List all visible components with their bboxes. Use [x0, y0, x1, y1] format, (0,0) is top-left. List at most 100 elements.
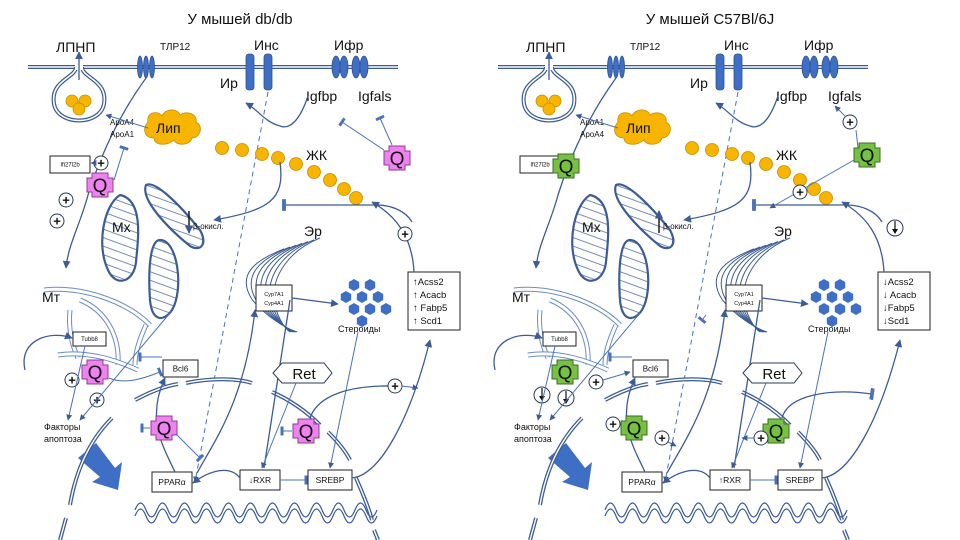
ppar-to-cyp-line	[196, 309, 259, 474]
lipase-shape	[144, 109, 201, 145]
plus-sign: +	[68, 373, 76, 388]
ldl-label: ЛПНП	[56, 39, 95, 55]
mitochondrion-2-outline	[614, 183, 675, 250]
igfbp-to-ir-arrow	[245, 95, 309, 128]
bcl6-box: Bcl6	[162, 359, 199, 378]
retinoid-shape	[742, 362, 803, 384]
steroid-molecule	[340, 291, 352, 303]
decrease-icon-apoptosis-2	[557, 389, 575, 407]
genes-to-fa-arrow	[841, 201, 885, 273]
er-cisterna	[715, 248, 768, 333]
plus-sign: +	[592, 375, 600, 390]
fatty-acid-particle	[307, 165, 321, 179]
ppar-alpha-box: PPARα	[621, 471, 663, 493]
mitochondrion-2	[144, 183, 205, 250]
retinoid-shape	[272, 362, 333, 384]
lipoprotein-particle	[542, 102, 556, 116]
ppar-alpha-box-frame	[621, 471, 663, 493]
cyp-box: Cyp7A1	[725, 284, 763, 312]
microtubules	[43, 286, 152, 373]
lipase-cloud	[144, 109, 201, 145]
igfbp-label: Igfbp	[306, 88, 337, 104]
ifi27l2b-box-label: Ifi27l2b	[530, 163, 550, 169]
steroid-molecule	[356, 291, 368, 303]
ldl-label: ЛПНП	[526, 39, 565, 55]
nuclear-membrane-inner	[185, 378, 253, 384]
insulin-receptor	[715, 53, 743, 91]
big-nucleus-arrow	[548, 443, 592, 490]
tlr12-segment	[137, 55, 143, 79]
steroid-molecule	[380, 303, 392, 315]
tubb-to-apoptosis-arrow	[536, 345, 556, 421]
quercetin-ppar: Q	[620, 415, 648, 441]
fatty-acid-particle	[705, 143, 719, 157]
dna-strand-1	[604, 502, 848, 518]
fatty-acid-particle	[215, 141, 229, 155]
microtubule-inner	[57, 352, 139, 372]
plus-icon-apoptosis-1: +	[64, 372, 80, 388]
lip-to-vesicle-arrow	[105, 113, 149, 129]
mito-to-apoptosis-arrow	[549, 312, 641, 421]
loop-to-tubb-arrow	[23, 331, 73, 371]
steroids-cluster	[810, 279, 862, 327]
nuclear-envelope	[528, 377, 850, 540]
ifi27l2b-box-label: Ifi27l2b	[60, 163, 80, 169]
mitochondrion-2	[614, 183, 675, 250]
tubb8-box: Tubb8	[542, 331, 577, 347]
quercetin-shape	[81, 359, 109, 385]
gene-label: ↑ Fabp5	[413, 303, 447, 314]
steroid-molecule	[810, 291, 822, 303]
fatty-acid-particle	[271, 151, 285, 165]
fatty-acid-particle	[759, 157, 773, 171]
mitochondrion-3-outline	[148, 238, 180, 320]
steroid-molecule	[818, 279, 830, 291]
plus-icon-genes: +	[397, 226, 413, 242]
steroids-to-srebp-arrow	[328, 331, 359, 469]
apoptosis-label-1: Факторы	[44, 422, 80, 432]
ifr-label: Ифр	[804, 37, 834, 53]
plus-sign: +	[757, 431, 765, 446]
insulin-label: Инс	[254, 37, 279, 53]
lip-to-vesicle-arrow	[575, 113, 619, 129]
lipoprotein-particle	[535, 94, 549, 108]
igf-receptor	[331, 55, 369, 79]
igfbp-to-ir-arrow	[715, 95, 779, 128]
ifr-segment	[331, 55, 341, 79]
q-to-plus-line	[309, 385, 396, 419]
cyp-to-steroids-arrow	[291, 297, 339, 307]
ppar-alpha-box-label: PPARα	[158, 477, 186, 487]
srebp-box: SREBP	[777, 469, 823, 491]
quercetin-cytoplasm: Q	[552, 153, 580, 179]
lipase-cloud	[614, 109, 671, 145]
tlr12-segment	[613, 55, 619, 79]
dna-helix	[604, 502, 848, 524]
quercetin-label: Q	[559, 157, 574, 178]
microtubules-label: Мт	[512, 289, 531, 305]
plus-circle	[64, 372, 80, 388]
plus-sign: +	[609, 417, 617, 432]
ppar-to-cyp-arrow	[263, 299, 291, 469]
plus-to-bcl6-arrow	[602, 370, 631, 381]
fa-to-mito-arrow	[683, 161, 752, 223]
panel-title: У мышей C57Bl/6J	[646, 11, 775, 28]
tlr12-receptor	[607, 55, 625, 79]
insulin-label: Инс	[724, 37, 749, 53]
quercetin-label: Q	[627, 419, 642, 440]
plus-sign: +	[846, 115, 854, 130]
apo-label-bottom: ApoA1	[110, 130, 135, 139]
plus-circle	[49, 213, 65, 229]
steroid-molecule	[364, 303, 376, 315]
quercetin-label: Q	[299, 422, 314, 443]
cyp4a1-label: Cyp4A1	[264, 301, 284, 307]
genes-to-inhibit-line	[282, 199, 413, 223]
nuclear-membrane-inner	[539, 417, 583, 506]
nuclear-membrane-inner	[373, 529, 379, 540]
plus-to-igfbp-arrow	[834, 105, 846, 117]
cyp-box-frame	[255, 284, 293, 312]
steroid-molecule	[826, 291, 838, 303]
tubb8-box: Tubb8	[72, 331, 107, 347]
er-label: Эр	[774, 223, 792, 239]
steroid-molecule	[834, 279, 846, 291]
